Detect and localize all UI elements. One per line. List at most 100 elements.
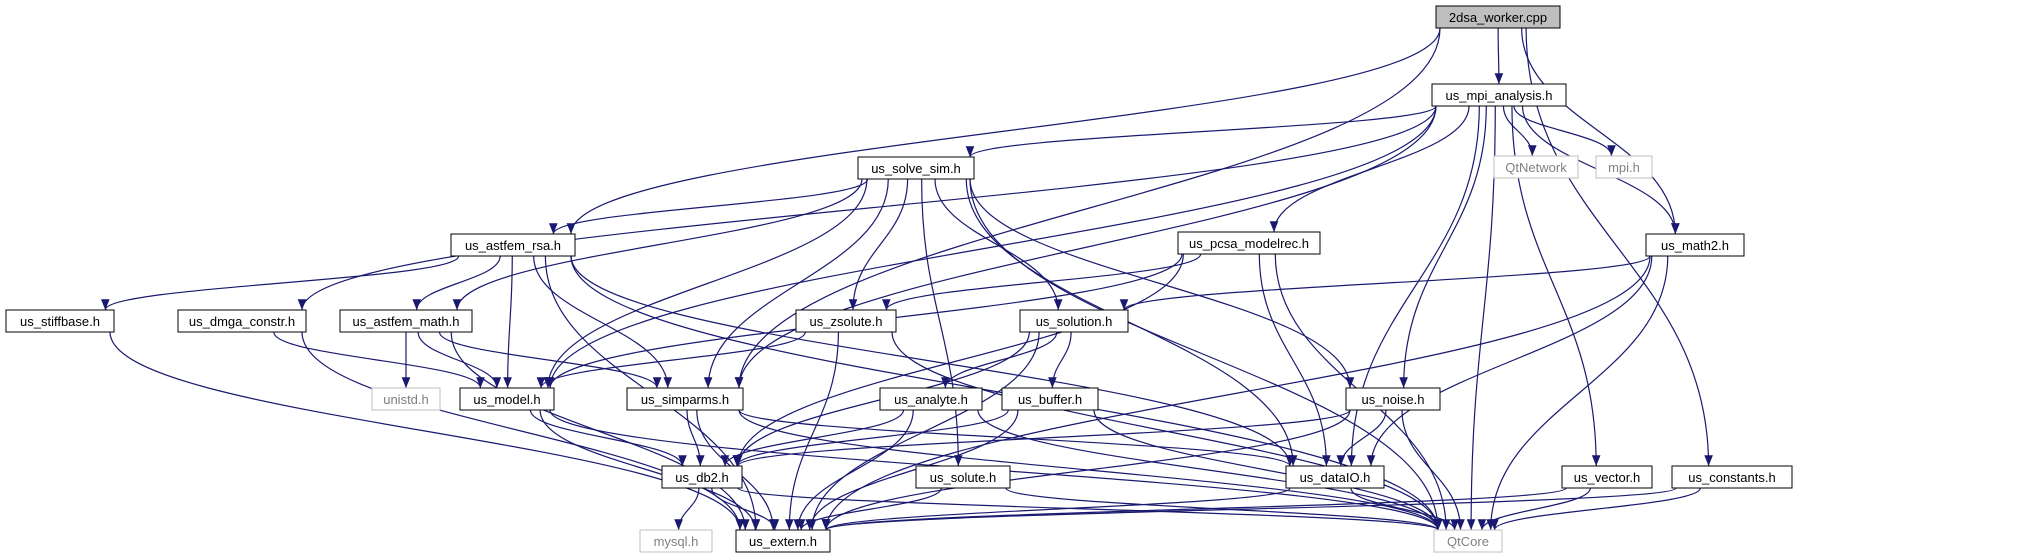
edge-root-to-math2 [1521, 27, 1680, 235]
edge-vector-to-qtcore [1477, 487, 1591, 531]
edge-root-to-mpi_analysis [1494, 27, 1504, 85]
edge-math2-to-qtcore [1486, 255, 1669, 531]
node-us-db2-h[interactable]: us_db2.h [661, 465, 743, 489]
edge-solve_sim-to-solute [921, 178, 963, 467]
edge-vector-to-extern [822, 487, 1567, 531]
edge-analyte-to-extern [793, 409, 914, 531]
edge-noise-to-qtcore [1401, 409, 1465, 531]
edge-model-to-db2 [529, 409, 687, 467]
node-label: us_solve_sim.h [871, 161, 961, 176]
node-us-stiffbase-h[interactable]: us_stiffbase.h [5, 309, 115, 333]
node-us-simparms-h[interactable]: us_simparms.h [626, 387, 744, 411]
edge-root-to-simparms [734, 27, 1441, 389]
edge-solve_sim-to-noise [969, 178, 1355, 389]
edge-mpi_analysis-to-pcsa_modelrec [1269, 105, 1470, 233]
node-us-astfem-rsa-h[interactable]: us_astfem_rsa.h [450, 233, 576, 257]
edge-solve_sim-to-solution [934, 178, 1063, 311]
edge-solve_sim-to-qtcore [969, 178, 1443, 531]
node-mysql-h[interactable]: mysql.h [639, 529, 713, 553]
node-us-solve-sim-h[interactable]: us_solve_sim.h [857, 156, 975, 180]
node-us-dmga-constr-h[interactable]: us_dmga_constr.h [177, 309, 307, 333]
edge-astfem_rsa-to-dataio [570, 255, 1295, 467]
edge-db2-to-extern [711, 487, 780, 531]
node-label: us_buffer.h [1018, 392, 1082, 407]
edge-dmga_constr-to-extern [301, 331, 745, 531]
node-us-analyte-h[interactable]: us_analyte.h [879, 387, 983, 411]
edge-solve_sim-to-astfem_math [452, 178, 863, 311]
node-label: us_constants.h [1688, 470, 1775, 485]
edge-simparms-to-dataio [738, 409, 1295, 467]
edge-pcsa_modelrec-to-dataio [1258, 253, 1331, 467]
node-label: us_astfem_math.h [353, 314, 460, 329]
edge-astfem_math-to-model [417, 331, 502, 389]
edge-noise-to-db2 [733, 409, 1351, 467]
node-label: unistd.h [383, 392, 429, 407]
edge-constants-to-extern [822, 487, 1677, 531]
node-label: us_stiffbase.h [20, 314, 100, 329]
edge-astfem_rsa-to-astfem_math [412, 255, 501, 311]
node-us-constants-h[interactable]: us_constants.h [1671, 465, 1793, 489]
edge-model-to-extern [539, 409, 760, 531]
node-us-extern-h[interactable]: us_extern.h [735, 529, 831, 553]
node-us-model-h[interactable]: us_model.h [459, 387, 555, 411]
node-us-buffer-h[interactable]: us_buffer.h [1001, 387, 1099, 411]
edge-noise-to-extern [821, 409, 1351, 531]
node-us-mpi-analysis-h[interactable]: us_mpi_analysis.h [1431, 83, 1567, 107]
node-label: us_pcsa_modelrec.h [1189, 236, 1309, 251]
node-mpi-h[interactable]: mpi.h [1595, 155, 1653, 179]
node-us-solution-h[interactable]: us_solution.h [1019, 309, 1129, 333]
edge-mpi_analysis-to-qtnetwork [1502, 105, 1537, 157]
node-label: us_astfem_rsa.h [465, 238, 561, 253]
edge-solute-to-extern [796, 487, 942, 531]
edge-buffer-to-qtcore [1093, 409, 1443, 531]
node-us-dataio-h[interactable]: us_dataIO.h [1285, 465, 1385, 489]
node-us-zsolute-h[interactable]: us_zsolute.h [795, 309, 897, 333]
edge-mpi_analysis-to-dmga_constr [297, 105, 1437, 311]
node-label: us_simparms.h [641, 392, 729, 407]
node-label: us_solution.h [1036, 314, 1113, 329]
node-label: us_vector.h [1574, 470, 1641, 485]
node-label: us_dataIO.h [1300, 470, 1371, 485]
edge-solution-to-buffer [1048, 331, 1072, 389]
node-label: QtCore [1447, 534, 1489, 549]
edge-solve_sim-to-zsolute [848, 178, 909, 311]
edge-root-to-astfem_rsa [566, 27, 1441, 235]
edge-mpi_analysis-to-dataio [1347, 105, 1480, 467]
node-qtnetwork[interactable]: QtNetwork [1493, 155, 1579, 179]
edge-noise-to-dataio [1336, 409, 1387, 467]
edge-math2-to-extern [821, 255, 1651, 531]
edge-analyte-to-db2 [720, 409, 905, 467]
edge-astfem_rsa-to-stiffbase [101, 255, 460, 311]
node-us-astfem-math-h[interactable]: us_astfem_math.h [339, 309, 473, 333]
edge-simparms-to-db2 [686, 409, 705, 467]
node-2dsa-worker-cpp[interactable]: 2dsa_worker.cpp [1435, 5, 1561, 29]
edge-math2-to-dataio [1366, 255, 1653, 467]
node-label: QtNetwork [1505, 160, 1567, 175]
edge-pcsa_modelrec-to-db2 [733, 253, 1184, 467]
node-us-noise-h[interactable]: us_noise.h [1345, 387, 1441, 411]
edge-solution-to-extern [807, 331, 1040, 531]
file-nodes: 2dsa_worker.cpp us_mpi_analysis.h QtNetw… [5, 5, 1793, 553]
edge-solve_sim-to-simparms [703, 178, 889, 389]
dependency-edges [101, 27, 1713, 531]
node-us-pcsa-modelrec-h[interactable]: us_pcsa_modelrec.h [1177, 231, 1321, 255]
node-label: us_dmga_constr.h [189, 314, 295, 329]
edge-buffer-to-extern [805, 409, 1019, 531]
node-us-vector-h[interactable]: us_vector.h [1561, 465, 1653, 489]
node-us-solute-h[interactable]: us_solute.h [915, 465, 1011, 489]
edge-mpi_analysis-to-simparms [734, 105, 1437, 389]
edge-astfem_rsa-to-model [503, 255, 513, 389]
edge-db2-to-mysql [674, 487, 700, 531]
edge-solute-to-qtcore [1005, 487, 1443, 531]
node-unistd-h[interactable]: unistd.h [371, 387, 441, 411]
node-label: us_analyte.h [894, 392, 968, 407]
edge-mpi_analysis-to-mpi [1513, 105, 1616, 157]
edge-zsolute-to-model [536, 331, 806, 389]
edge-zsolute-to-extern [784, 331, 840, 531]
edge-dmga_constr-to-model [273, 331, 485, 389]
edge-stiffbase-to-extern [109, 331, 745, 531]
node-qtcore[interactable]: QtCore [1433, 529, 1503, 553]
node-us-math2-h[interactable]: us_math2.h [1645, 233, 1745, 257]
edge-dataio-to-extern [821, 487, 1291, 531]
